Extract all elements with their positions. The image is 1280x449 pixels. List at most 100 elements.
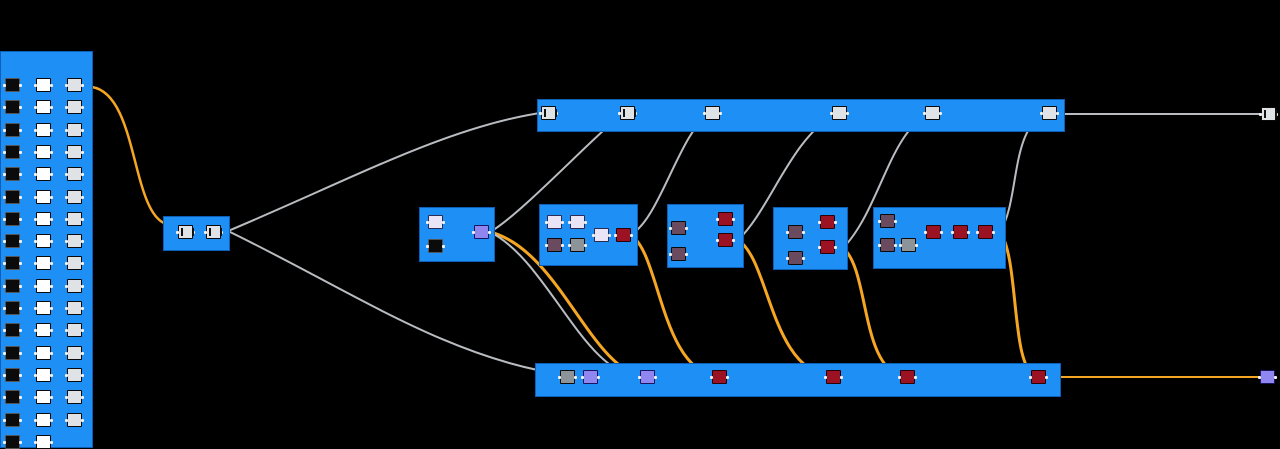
s5-gray-node[interactable] — [899, 238, 918, 252]
top-bus-node-2[interactable] — [618, 106, 637, 120]
input-socket[interactable] — [65, 284, 68, 288]
output-node-13[interactable] — [65, 345, 84, 360]
input-socket[interactable] — [65, 217, 68, 221]
input-socket[interactable] — [568, 244, 571, 247]
preview-node-10[interactable] — [34, 278, 53, 293]
s5-purple-node-2[interactable] — [878, 238, 897, 252]
input-socket[interactable] — [558, 376, 561, 379]
output-socket[interactable] — [574, 376, 577, 379]
s1-mix-node[interactable] — [472, 225, 491, 239]
input-socket[interactable] — [539, 112, 542, 115]
output-node-2[interactable] — [65, 100, 84, 115]
input-socket[interactable] — [34, 284, 37, 288]
output-socket[interactable] — [940, 231, 943, 234]
top-bus-node-6[interactable] — [1040, 106, 1059, 120]
output-socket[interactable] — [915, 244, 918, 247]
output-socket[interactable] — [19, 307, 22, 310]
bottom-bus-node-1[interactable] — [558, 370, 577, 384]
output-socket[interactable] — [914, 376, 917, 379]
bottom-bus-node-6[interactable] — [898, 370, 917, 384]
input-socket[interactable] — [34, 418, 37, 422]
output-socket[interactable] — [19, 106, 22, 110]
output-socket[interactable] — [50, 240, 53, 244]
top-bus-node-5[interactable] — [923, 106, 942, 120]
input-socket[interactable] — [65, 240, 68, 244]
collector-output-node[interactable] — [204, 225, 223, 239]
preview-node-11[interactable] — [34, 301, 53, 315]
source-image-node-6[interactable] — [3, 189, 22, 204]
input-socket[interactable] — [3, 84, 6, 87]
input-socket[interactable] — [638, 376, 641, 379]
output-socket[interactable] — [50, 440, 53, 444]
input-socket[interactable] — [818, 221, 821, 224]
input-socket[interactable] — [3, 284, 6, 288]
input-socket[interactable] — [34, 84, 37, 87]
input-socket[interactable] — [878, 220, 881, 223]
s2-purple-node[interactable] — [545, 238, 564, 252]
input-socket[interactable] — [65, 106, 68, 110]
input-socket[interactable] — [34, 373, 37, 377]
input-socket[interactable] — [669, 227, 672, 230]
input-socket[interactable] — [3, 396, 6, 400]
input-socket[interactable] — [3, 173, 6, 177]
input-socket[interactable] — [65, 262, 68, 266]
output-node-8[interactable] — [65, 234, 84, 249]
output-socket[interactable] — [50, 217, 53, 221]
output-socket[interactable] — [1056, 112, 1059, 115]
input-socket[interactable] — [3, 440, 6, 444]
output-socket[interactable] — [19, 195, 22, 199]
input-socket[interactable] — [65, 307, 68, 310]
s3-purple-node-2[interactable] — [669, 247, 688, 261]
preview-node-12[interactable] — [34, 323, 53, 338]
input-socket[interactable] — [3, 195, 6, 199]
output-socket[interactable] — [81, 217, 84, 221]
output-socket[interactable] — [939, 112, 942, 115]
source-image-node-3[interactable] — [3, 122, 22, 137]
output-socket[interactable] — [630, 234, 633, 237]
output-socket[interactable] — [19, 284, 22, 288]
output-socket[interactable] — [81, 128, 84, 132]
input-socket[interactable] — [716, 218, 719, 221]
output-socket[interactable] — [834, 246, 837, 249]
input-socket[interactable] — [34, 195, 37, 199]
output-socket[interactable] — [81, 396, 84, 400]
input-socket[interactable] — [3, 128, 6, 132]
s2-chart-node-2[interactable] — [568, 215, 587, 229]
preview-node-13[interactable] — [34, 345, 53, 360]
output-socket[interactable] — [50, 173, 53, 177]
preview-node-6[interactable] — [34, 189, 53, 204]
output-socket[interactable] — [967, 231, 970, 234]
input-socket[interactable] — [65, 84, 68, 87]
output-socket[interactable] — [50, 262, 53, 266]
input-socket[interactable] — [3, 240, 6, 244]
input-socket[interactable] — [65, 150, 68, 154]
s5-purple-node-1[interactable] — [878, 214, 897, 228]
input-socket[interactable] — [3, 262, 6, 266]
output-socket[interactable] — [488, 231, 491, 234]
output-socket[interactable] — [597, 376, 600, 379]
input-socket[interactable] — [878, 244, 881, 247]
s2-k-node[interactable] — [592, 228, 611, 242]
output-socket[interactable] — [561, 244, 564, 247]
output-socket[interactable] — [19, 217, 22, 221]
output-socket[interactable] — [802, 231, 805, 234]
output-socket[interactable] — [19, 418, 22, 422]
output-socket[interactable] — [50, 284, 53, 288]
input-socket[interactable] — [34, 106, 37, 110]
input-socket[interactable] — [34, 217, 37, 221]
source-image-node-15[interactable] — [3, 390, 22, 405]
input-socket[interactable] — [1029, 376, 1032, 379]
s1-black-node[interactable] — [426, 239, 445, 253]
output-node-12[interactable] — [65, 323, 84, 338]
output-socket[interactable] — [81, 373, 84, 377]
preview-node-1[interactable] — [34, 78, 53, 92]
preview-node-15[interactable] — [34, 390, 53, 405]
s2-chart-node-1[interactable] — [545, 215, 564, 229]
input-socket[interactable] — [65, 173, 68, 177]
output-node-9[interactable] — [65, 256, 84, 271]
input-socket[interactable] — [34, 262, 37, 266]
input-socket[interactable] — [34, 329, 37, 333]
output-socket[interactable] — [19, 440, 22, 444]
preview-node-5[interactable] — [34, 167, 53, 182]
input-socket[interactable] — [786, 231, 789, 234]
